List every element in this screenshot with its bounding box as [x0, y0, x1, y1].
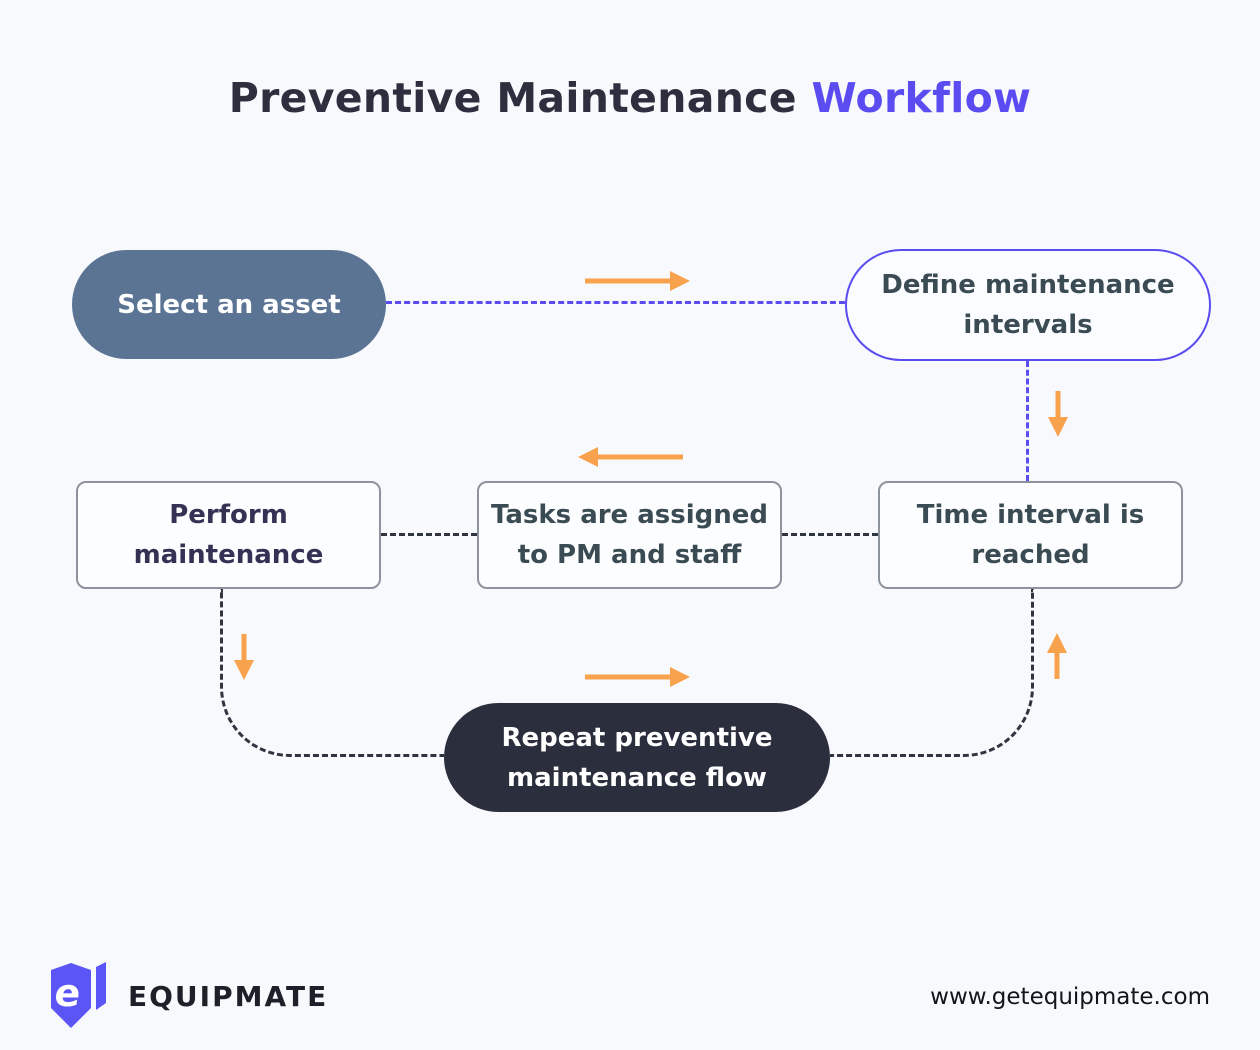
- connector-time-to-tasks: [782, 533, 878, 536]
- node-select-asset: Select an asset: [72, 250, 386, 359]
- page-title-text: Preventive Maintenance: [228, 74, 812, 122]
- node-define-intervals: Define maintenance intervals: [845, 249, 1211, 361]
- node-repeat-flow-label: Repeat preventive maintenance flow: [501, 722, 773, 793]
- node-time-interval-label: Time interval is reached: [916, 500, 1145, 570]
- node-time-interval: Time interval is reached: [878, 481, 1183, 589]
- arrow-down-icon: [1048, 391, 1068, 437]
- connector-select-to-define: [386, 301, 845, 304]
- arrow-right-icon: [585, 667, 690, 687]
- node-tasks-assigned: Tasks are assigned to PM and staff: [477, 481, 782, 589]
- footer-brand: e EQUIPMATE: [48, 961, 328, 1031]
- equipmate-logo-icon: e: [51, 962, 106, 1028]
- connector-tasks-to-perform: [381, 533, 477, 536]
- arrow-right-icon: [585, 271, 690, 291]
- node-perform-maintenance: Perform maintenance: [76, 481, 381, 589]
- node-select-asset-label: Select an asset: [117, 289, 341, 320]
- connector-define-to-time: [1026, 361, 1029, 481]
- svg-text:e: e: [52, 971, 82, 1015]
- brand-name: EQUIPMATE: [128, 979, 329, 1013]
- connector-repeat-to-time: [830, 589, 1034, 757]
- node-tasks-assigned-label: Tasks are assigned to PM and staff: [490, 500, 769, 570]
- node-define-intervals-label: Define maintenance intervals: [881, 270, 1175, 340]
- arrow-down-icon: [234, 634, 254, 680]
- arrow-up-icon: [1047, 633, 1067, 679]
- node-perform-maintenance-label: Perform maintenance: [133, 500, 324, 570]
- arrow-left-icon: [578, 447, 683, 467]
- page-title: Preventive Maintenance Workflow: [0, 74, 1260, 122]
- website-url: www.getequipmate.com: [930, 984, 1210, 1010]
- connector-perform-to-repeat: [220, 589, 444, 757]
- node-repeat-flow: Repeat preventive maintenance flow: [444, 703, 830, 812]
- page-title-highlight: Workflow: [811, 74, 1032, 122]
